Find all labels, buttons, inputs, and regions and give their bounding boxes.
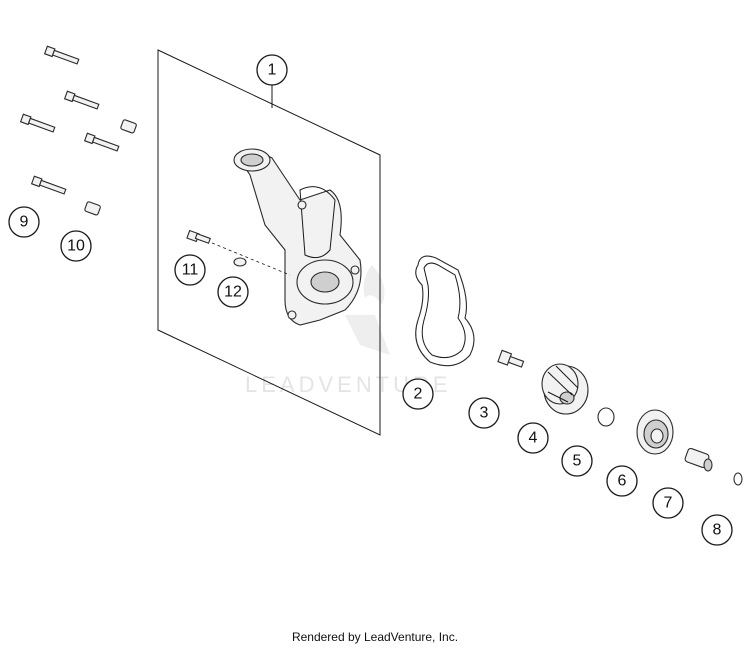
sleeve-set xyxy=(84,119,137,216)
callout-6: 6 xyxy=(606,465,638,497)
assembly-frame xyxy=(157,49,381,436)
svg-text:8: 8 xyxy=(713,522,722,539)
callout-11: 11 xyxy=(174,254,206,286)
callout-3: 3 xyxy=(468,397,500,429)
sealing-washer xyxy=(233,257,247,267)
svg-text:6: 6 xyxy=(618,473,627,490)
water-pump-cover xyxy=(233,148,362,326)
callout-12: 12 xyxy=(217,276,249,308)
svg-text:10: 10 xyxy=(67,238,85,255)
svg-text:4: 4 xyxy=(529,430,538,447)
shaft-seal xyxy=(636,409,674,455)
callout-7: 7 xyxy=(652,487,684,519)
screw-set xyxy=(19,45,120,195)
svg-text:7: 7 xyxy=(664,495,673,512)
o-ring xyxy=(597,407,615,427)
drain-screw xyxy=(186,229,211,244)
watermark-flame-icon xyxy=(363,265,385,305)
footer-credit: Rendered by LeadVenture, Inc. xyxy=(291,630,459,644)
svg-text:9: 9 xyxy=(20,214,29,231)
svg-text:2: 2 xyxy=(414,386,423,403)
callout-10: 10 xyxy=(60,230,92,262)
callout-4: 4 xyxy=(517,422,549,454)
callout-2: 2 xyxy=(402,378,434,410)
svg-text:12: 12 xyxy=(224,284,242,301)
bushing xyxy=(684,447,713,472)
svg-text:5: 5 xyxy=(573,453,582,470)
impeller xyxy=(541,363,589,415)
watermark-logo xyxy=(345,315,390,355)
callout-9: 9 xyxy=(8,206,40,238)
gasket-inner-edge xyxy=(421,262,466,359)
impeller-bolt xyxy=(497,349,525,368)
svg-text:1: 1 xyxy=(268,62,277,79)
svg-text:11: 11 xyxy=(182,262,199,279)
gasket xyxy=(415,255,475,367)
callout-1: 1 xyxy=(256,54,288,86)
alignment-line-11 xyxy=(211,242,291,276)
svg-text:3: 3 xyxy=(480,405,489,422)
callout-5: 5 xyxy=(561,445,593,477)
small-washer xyxy=(733,472,743,486)
callout-8: 8 xyxy=(701,514,733,546)
